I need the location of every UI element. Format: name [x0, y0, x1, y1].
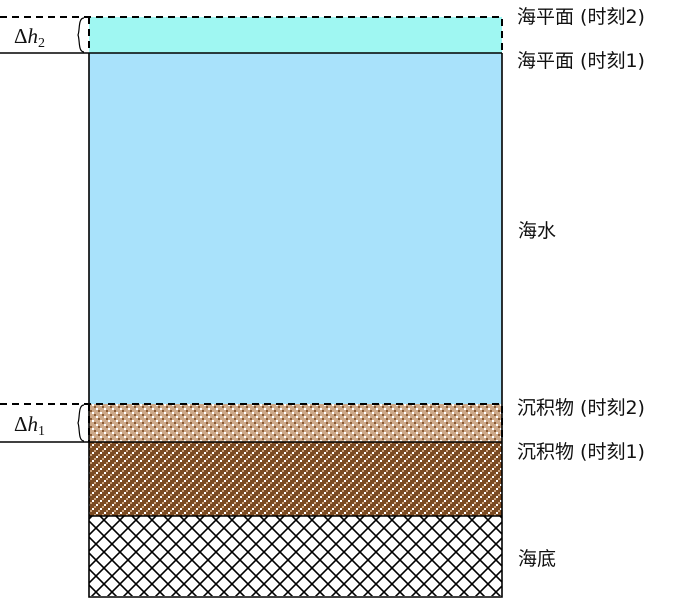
seabed-label: 海底 [518, 548, 556, 570]
seawater-region [89, 53, 502, 404]
brace-h1 [78, 405, 84, 441]
brace-h2 [78, 18, 84, 52]
sediment-layer-t1 [89, 442, 502, 516]
sea-level-t1-label: 海平面 (时刻1) [517, 50, 645, 72]
seabed-layer [89, 516, 502, 596]
seawater-label: 海水 [518, 220, 556, 242]
sediment-t1-label: 沉积物 (时刻1) [517, 441, 645, 463]
delta-h2-label: Δh2 [14, 24, 45, 51]
sea-level-t2-label: 海平面 (时刻2) [517, 6, 645, 28]
sediment-t2-label: 沉积物 (时刻2) [517, 397, 645, 419]
delta-h1-label: Δh1 [14, 412, 45, 439]
sea-rise-band [89, 17, 502, 53]
sediment-layer-t2 [89, 404, 502, 442]
